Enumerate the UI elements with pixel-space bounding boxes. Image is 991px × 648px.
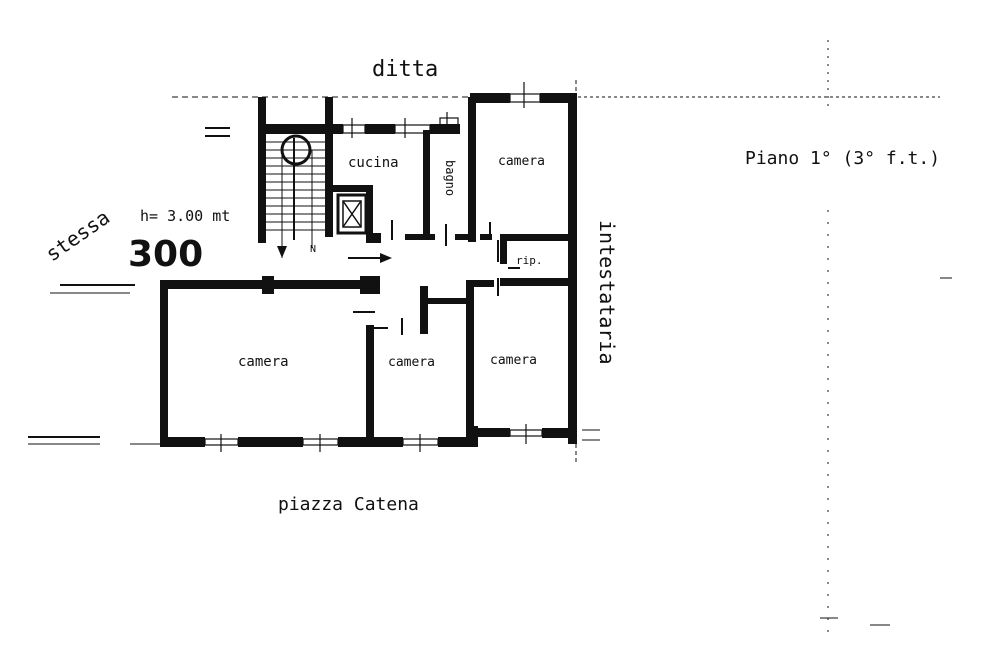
room-label-camera-ne: camera (498, 154, 545, 169)
east-side-label: intestataria (595, 220, 619, 365)
room-label-storage: rip. (516, 254, 543, 267)
unit-number: 300 (128, 234, 203, 275)
staircase (266, 134, 325, 258)
room-label-kitchen: cucina (348, 155, 399, 171)
windows (204, 82, 543, 452)
south-side-label: piazza Catena (278, 494, 419, 515)
lift-shaft (336, 193, 368, 235)
north-side-label: ditta (372, 57, 438, 82)
doors (353, 220, 520, 335)
room-label-bathroom: bagno (443, 160, 457, 196)
room-label-camera-s-mid: camera (388, 355, 435, 370)
floor-label: Piano 1° (3° f.t.) (745, 148, 940, 169)
north-mark: N (310, 244, 316, 255)
entrance-arrow (348, 253, 392, 263)
room-label-camera-se: camera (490, 353, 537, 368)
west-side-label: stessa (41, 205, 114, 266)
walls (160, 93, 577, 447)
room-label-camera-sw: camera (238, 354, 289, 370)
height-label: h= 3.00 mt (140, 207, 230, 225)
